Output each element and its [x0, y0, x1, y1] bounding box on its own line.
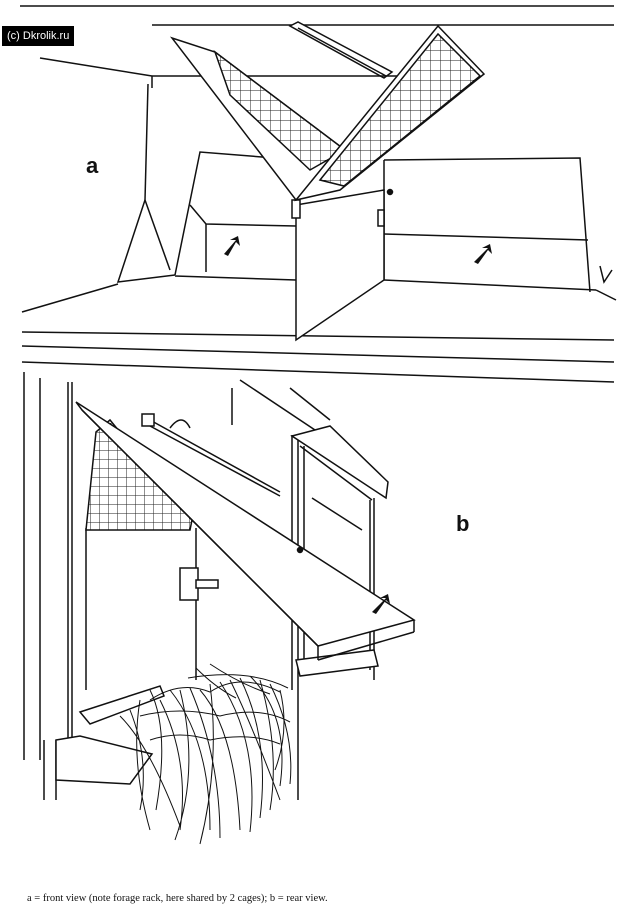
watermark: (c) Dkrolik.ru: [2, 26, 75, 46]
forage-rack-a: [169, 24, 486, 202]
panel-b-drawing: [23, 372, 389, 800]
panel-a-label: a: [86, 153, 99, 178]
arrow-icon: [372, 594, 390, 614]
hay-forage: [78, 663, 292, 845]
arrow-icon: [224, 236, 492, 264]
figure-caption: a = front view (note forage rack, here s…: [27, 893, 328, 904]
panel-a-drawing: [20, 5, 617, 383]
panel-b-label: b: [456, 511, 470, 536]
open-lid-b: [75, 401, 416, 661]
